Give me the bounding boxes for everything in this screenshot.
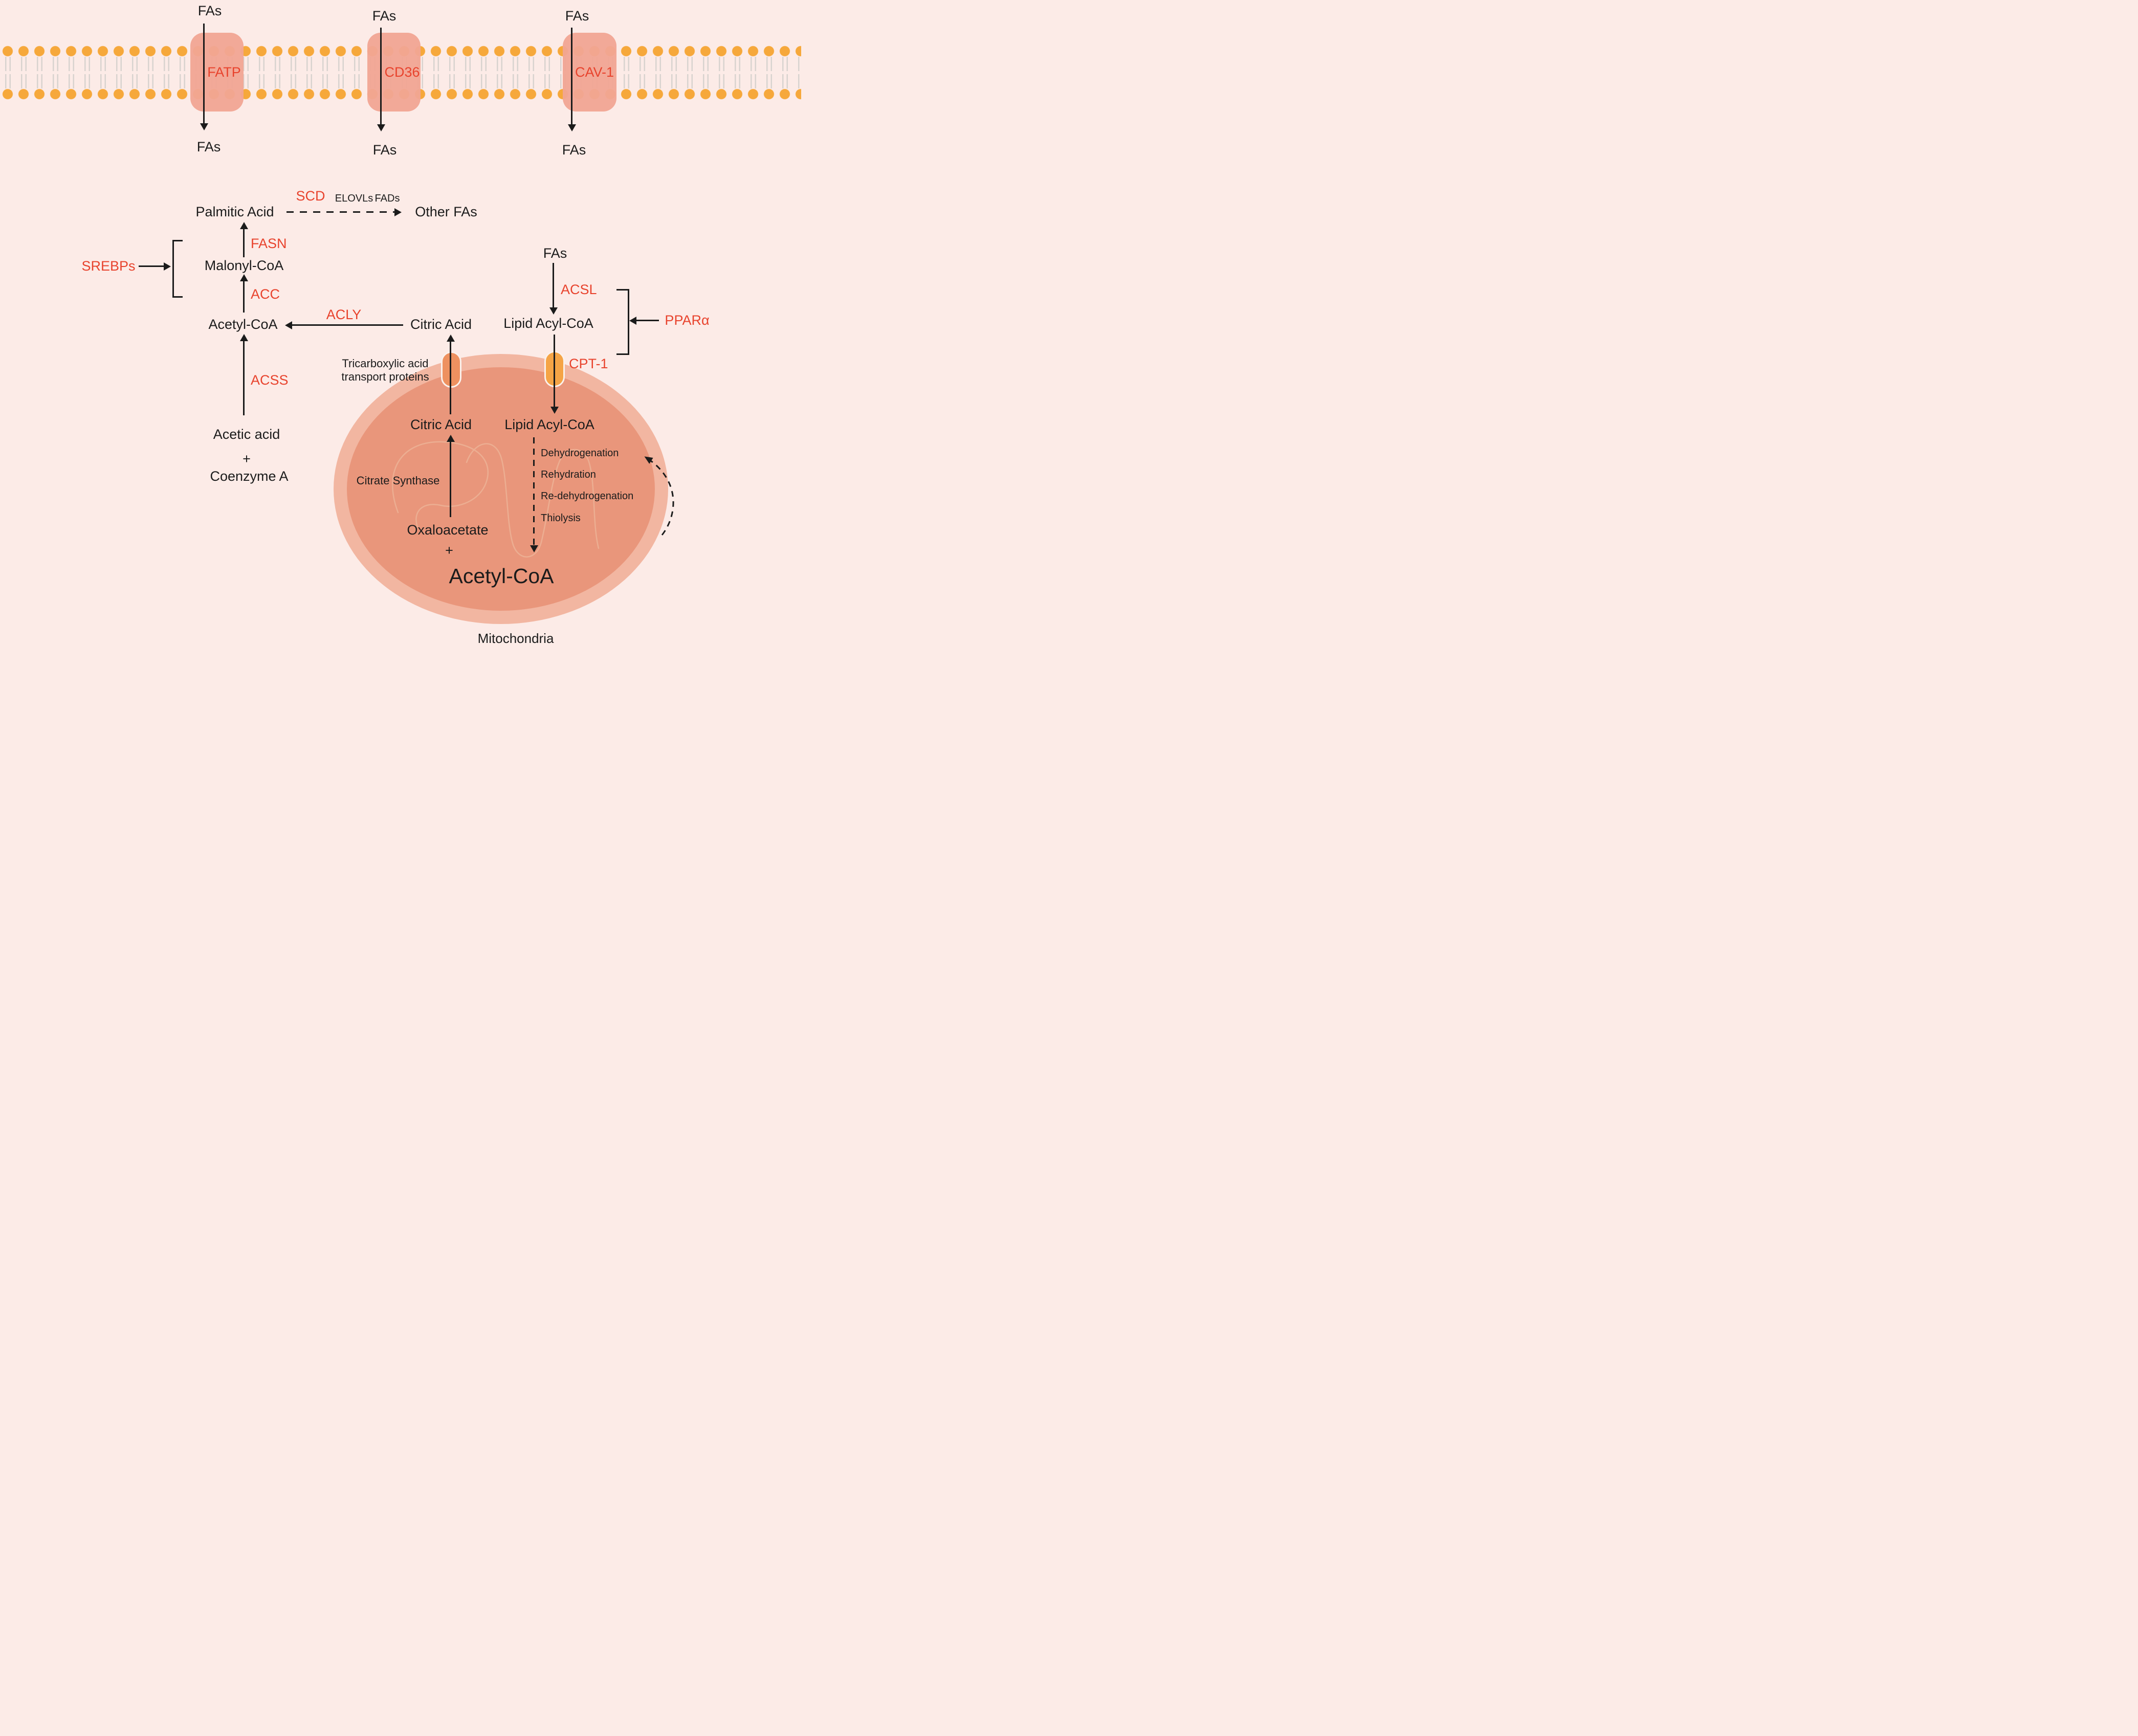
tca-transport-line2: transport proteins — [341, 370, 429, 383]
tca-transporter-capsule — [441, 351, 461, 388]
oxaloacetate-label: Oxaloacetate — [407, 522, 489, 538]
step-thiolysis: Thiolysis — [541, 513, 581, 524]
step-re-dehydrogenation: Re-dehydrogenation — [541, 491, 634, 502]
tca-transport-proteins-label: Tricarboxylic acid transport proteins — [341, 357, 429, 384]
scd-enzyme-label: SCD — [296, 188, 325, 204]
lipid-acyl-coa-import-arrow — [554, 335, 555, 407]
fas-extracellular-label-2: FAs — [372, 8, 396, 24]
citric-acid-cytosol-label: Citric Acid — [410, 317, 472, 332]
other-fas-label: Other FAs — [415, 204, 477, 219]
fa-import-arrow-cav1 — [571, 28, 572, 125]
acly-enzyme-label: ACLY — [326, 307, 362, 322]
lipid-acyl-coa-mito-label: Lipid Acyl-CoA — [504, 417, 594, 432]
fatp-label: FATP — [207, 64, 241, 80]
ppar-alpha-label: PPARα — [665, 313, 710, 328]
fas-extracellular-label-3: FAs — [565, 8, 589, 24]
acetyl-to-malonyl-arrow — [243, 281, 245, 313]
fatty-acid-metabolism-diagram: FAs FAs FAs FATP CD36 CAV-1 FAs FAs FAs … — [0, 0, 801, 651]
palmitic-acid-label: Palmitic Acid — [195, 204, 274, 219]
acetic-acid-label: Acetic acid — [213, 427, 280, 442]
fas-intracellular-label-1: FAs — [196, 139, 221, 154]
citrate-synthase-label: Citrate Synthase — [356, 474, 440, 487]
fas-intracellular-label-2: FAs — [372, 142, 397, 158]
cd36-channel — [367, 33, 421, 112]
step-dehydrogenation: Dehydrogenation — [541, 448, 619, 459]
acsl-enzyme-label: ACSL — [561, 282, 597, 297]
citric-acid-mito-label: Citric Acid — [410, 417, 472, 432]
acetyl-coa-mito-label: Acetyl-CoA — [449, 564, 554, 588]
palmitic-to-otherfas-dashed-arrow — [286, 211, 395, 213]
mitochondria-label: Mitochondria — [477, 631, 554, 646]
plus-sign-oxaloacetate: + — [445, 543, 453, 558]
coenzyme-a-label: Coenzyme A — [210, 469, 289, 484]
srebps-label: SREBPs — [81, 258, 136, 274]
malonyl-to-palmitic-arrow — [243, 229, 245, 257]
srebps-arrow — [139, 265, 164, 267]
fas-extracellular-label-1: FAs — [197, 3, 222, 18]
step-rehydration: Rehydration — [541, 469, 596, 480]
beta-oxidation-dashed-arrow — [533, 437, 535, 546]
fasn-enzyme-label: FASN — [251, 236, 287, 251]
ppar-target-bracket — [616, 289, 629, 355]
cpt1-enzyme-label: CPT-1 — [569, 356, 608, 371]
cav1-label: CAV-1 — [575, 64, 614, 80]
fas-intracellular-label-3: FAs — [562, 142, 586, 158]
oxaloacetate-to-citrate-arrow — [450, 441, 451, 517]
fads-enzyme-label: FADs — [374, 193, 400, 204]
citrate-to-acetyl-arrow — [292, 324, 403, 326]
acc-enzyme-label: ACC — [251, 286, 280, 302]
fatp-channel — [190, 33, 244, 112]
fas-to-lipidacylcoa-arrow — [553, 263, 554, 308]
acetate-to-acetyl-arrow — [243, 341, 245, 415]
lipid-acyl-coa-cytosol-label: Lipid Acyl-CoA — [503, 316, 593, 331]
fas-cytosol-right-label: FAs — [543, 246, 567, 261]
ppar-arrow — [636, 320, 659, 321]
malonyl-coa-label: Malonyl-CoA — [204, 258, 284, 273]
acetyl-coa-cytosol-label: Acetyl-CoA — [208, 317, 278, 332]
cd36-label: CD36 — [384, 64, 420, 80]
citrate-export-arrow — [450, 341, 451, 414]
acss-enzyme-label: ACSS — [251, 372, 289, 388]
tca-transport-line1: Tricarboxylic acid — [342, 357, 429, 370]
srebps-target-bracket — [172, 240, 183, 298]
fa-import-arrow-cd36 — [380, 28, 382, 125]
plus-sign-acetate: + — [243, 451, 251, 466]
fa-import-arrow-fatp — [203, 24, 205, 124]
elovls-enzyme-label: ELOVLs — [335, 193, 373, 204]
